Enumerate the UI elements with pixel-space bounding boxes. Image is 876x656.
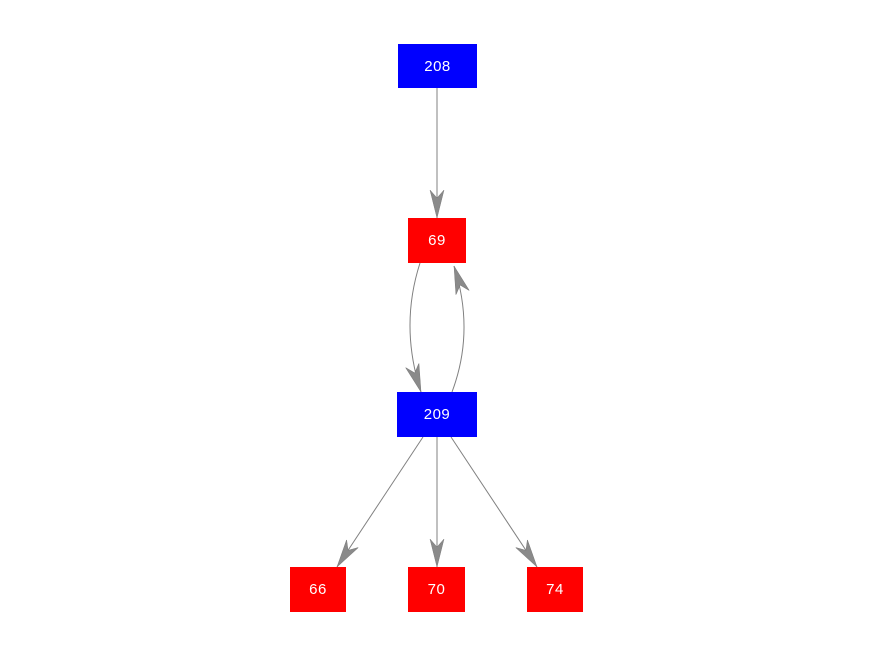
node-label: 70 bbox=[427, 581, 446, 598]
graph-node-69[interactable]: 69 bbox=[408, 218, 466, 263]
graph-node-208[interactable]: 208 bbox=[398, 44, 477, 88]
node-label: 209 bbox=[423, 406, 451, 423]
node-label: 69 bbox=[428, 232, 446, 249]
edge-209-to-66 bbox=[336, 436, 424, 568]
edge-69-to-209 bbox=[410, 262, 422, 393]
graph-node-66[interactable]: 66 bbox=[290, 567, 346, 612]
edge-209-to-69 bbox=[451, 265, 464, 393]
node-label: 208 bbox=[424, 57, 451, 75]
node-label: 74 bbox=[546, 581, 564, 598]
graph-node-209[interactable]: 209 bbox=[397, 392, 477, 437]
edge-209-to-74 bbox=[450, 436, 538, 568]
graph-node-70[interactable]: 70 bbox=[408, 567, 465, 612]
node-label: 66 bbox=[309, 581, 327, 598]
graph-node-74[interactable]: 74 bbox=[527, 567, 583, 612]
